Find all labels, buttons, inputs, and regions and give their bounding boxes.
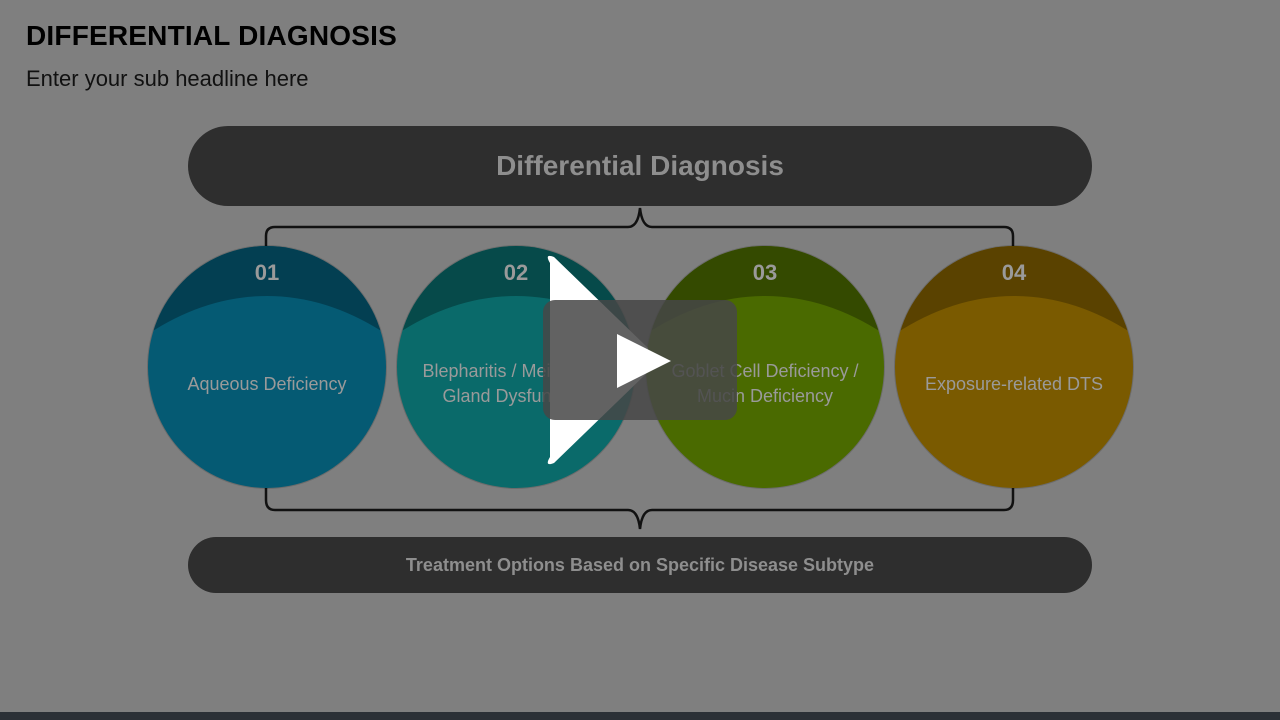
top-pill: Differential Diagnosis	[188, 126, 1092, 206]
slide-title: DIFFERENTIAL DIAGNOSIS	[26, 20, 398, 51]
diagnosis-circle-3: 03 Goblet Cell Deficiency / Mucin Defici…	[646, 246, 884, 488]
item-number: 02	[503, 260, 529, 285]
item-label: Exposure-related DTS	[924, 373, 1104, 394]
player-bottom-bar	[0, 712, 1280, 720]
diagnosis-circle-4: 04 Exposure-related DTS	[895, 246, 1133, 488]
circle-cap-3	[646, 246, 884, 334]
play-icon	[617, 334, 671, 388]
bottom-brace	[264, 488, 1015, 530]
item-label: Aqueous Deficiency	[187, 373, 347, 394]
bottom-pill-label: Treatment Options Based on Specific Dise…	[405, 554, 875, 575]
circle-cap-1	[148, 246, 386, 334]
item-number: 04	[1001, 260, 1027, 285]
circle-cap-2	[397, 246, 635, 334]
top-brace	[264, 207, 1015, 246]
item-number: 03	[752, 260, 778, 285]
video-play-button[interactable]	[543, 300, 737, 420]
bottom-pill: Treatment Options Based on Specific Dise…	[188, 537, 1092, 593]
circle-cap-4	[895, 246, 1133, 334]
top-pill-label: Differential Diagnosis	[496, 150, 784, 181]
item-number: 01	[254, 260, 280, 285]
slide-subtitle: Enter your sub headline here	[26, 66, 309, 91]
diagnosis-circle-1: 01 Aqueous Deficiency	[148, 246, 386, 488]
